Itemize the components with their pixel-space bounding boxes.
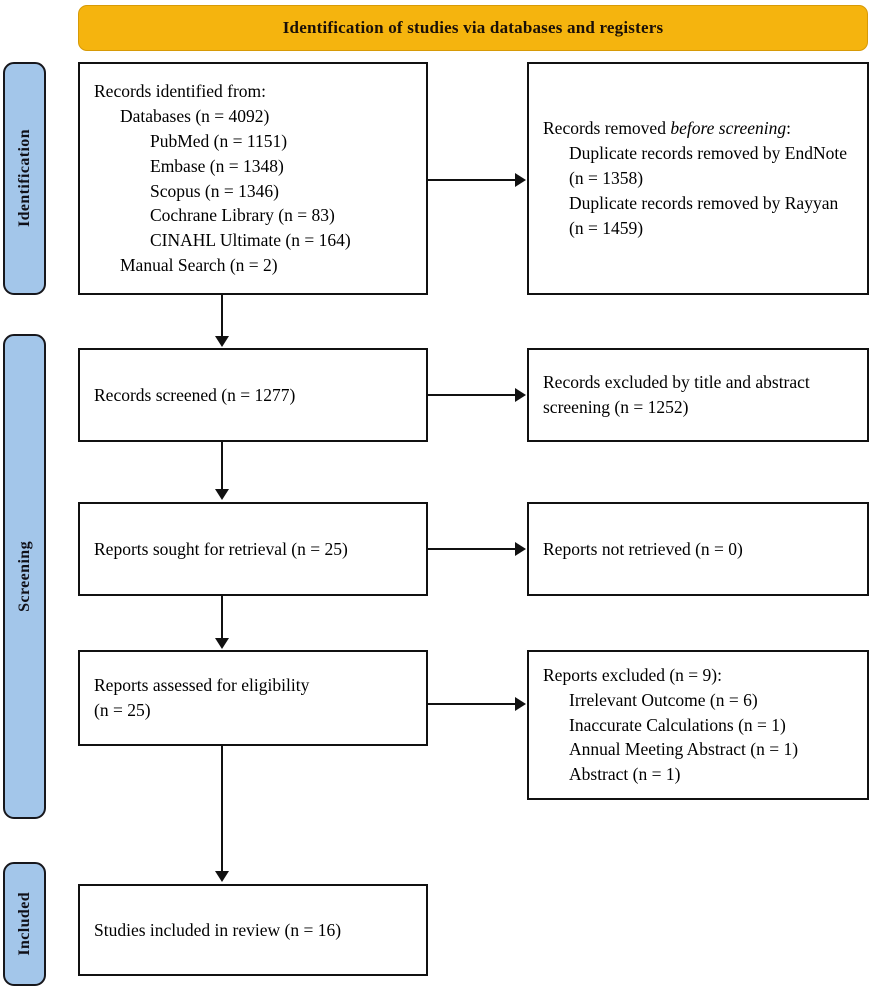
records-removed-italic: before screening <box>670 118 787 139</box>
box-reports-excluded: Reports excluded (n = 9): Irrelevant Out… <box>527 650 869 800</box>
line-records-screened: Records screened (n = 1277) <box>94 384 296 405</box>
box-records-screened: Records screened (n = 1277) <box>78 348 428 442</box>
line-abstract: Abstract (n = 1) <box>569 764 681 785</box>
records-removed-prefix: Records removed <box>543 118 671 139</box>
phase-label-identification: Identification <box>15 129 33 228</box>
connector-sought-to-assessed-arrow-icon <box>215 638 229 649</box>
box-reports-sought-for-retrieval: Reports sought for retrieval (n = 25) <box>78 502 428 596</box>
line-scopus: Scopus (n = 1346) <box>150 180 279 201</box>
line-databases: Databases (n = 4092) <box>120 105 270 126</box>
phase-bar-screening: Screening <box>3 334 46 819</box>
line-reports-assessed: Reports assessed for eligibility <box>94 675 310 696</box>
box-records-identified: Records identified from: Databases (n = … <box>78 62 428 295</box>
box-records-removed-before-screening: Records removed before screening: Duplic… <box>527 62 869 295</box>
line-irrelevant-outcome: Irrelevant Outcome (n = 6) <box>569 689 758 710</box>
connector-sought-to-assessed-line <box>221 596 223 639</box>
connector-screened-to-excluded-line <box>428 394 517 396</box>
box-studies-included-in-review: Studies included in review (n = 16) <box>78 884 428 976</box>
line-cochrane-library: Cochrane Library (n = 83) <box>150 205 335 226</box>
connector-assessed-to-excluded-line <box>428 703 517 705</box>
connector-identified-to-removed-arrow-icon <box>515 173 526 187</box>
box-records-excluded-screening-content: Records excluded by title and abstract s… <box>529 370 867 420</box>
records-removed-suffix: : <box>786 118 792 139</box>
connector-assessed-to-included-line <box>221 746 223 872</box>
line-records-identified-from: Records identified from: <box>94 81 267 102</box>
box-records-excluded-screening: Records excluded by title and abstract s… <box>527 348 869 442</box>
phase-label-screening: Screening <box>15 541 33 612</box>
box-records-removed-content: Records removed before screening: Duplic… <box>529 116 867 240</box>
line-inaccurate-calculations: Inaccurate Calculations (n = 1) <box>569 714 786 735</box>
box-studies-included-content: Studies included in review (n = 16) <box>80 918 426 943</box>
box-records-identified-content: Records identified from: Databases (n = … <box>80 79 426 278</box>
phase-bar-included: Included <box>3 862 46 986</box>
line-duplicates-rayyan: Duplicate records removed by Rayyan (n =… <box>569 192 839 238</box>
box-reports-not-retrieved: Reports not retrieved (n = 0) <box>527 502 869 596</box>
line-reports-assessed-count: (n = 25) <box>94 700 151 720</box>
banner-title: Identification of studies via databases … <box>282 18 664 37</box>
box-reports-assessed-content: Reports assessed for eligibility (n = 25… <box>80 673 426 723</box>
connector-identified-to-screened-line <box>221 295 223 337</box>
line-reports-sought: Reports sought for retrieval (n = 25) <box>94 538 348 559</box>
line-cinahl-ultimate: CINAHL Ultimate (n = 164) <box>150 230 351 251</box>
connector-screened-to-sought-arrow-icon <box>215 489 229 500</box>
box-reports-not-retrieved-content: Reports not retrieved (n = 0) <box>529 537 867 562</box>
connector-screened-to-sought-line <box>221 442 223 490</box>
line-pubmed: PubMed (n = 1151) <box>150 130 288 151</box>
line-reports-not-retrieved: Reports not retrieved (n = 0) <box>543 538 743 559</box>
line-annual-meeting-abstract: Annual Meeting Abstract (n = 1) <box>569 739 799 760</box>
connector-sought-to-not-retrieved-line <box>428 548 517 550</box>
box-records-screened-content: Records screened (n = 1277) <box>80 383 426 408</box>
connector-sought-to-not-retrieved-arrow-icon <box>515 542 526 556</box>
connector-screened-to-excluded-arrow-icon <box>515 388 526 402</box>
line-manual-search: Manual Search (n = 2) <box>120 255 278 276</box>
line-records-excluded-screening: Records excluded by title and abstract s… <box>543 372 810 417</box>
phase-bar-identification: Identification <box>3 62 46 295</box>
connector-assessed-to-excluded-arrow-icon <box>515 697 526 711</box>
line-records-removed-heading: Records removed before screening: <box>543 116 853 141</box>
line-duplicates-endnote: Duplicate records removed by EndNote (n … <box>569 143 847 189</box>
connector-assessed-to-included-arrow-icon <box>215 871 229 882</box>
box-reports-excluded-content: Reports excluded (n = 9): Irrelevant Out… <box>529 663 867 787</box>
phase-label-included: Included <box>15 892 33 956</box>
connector-identified-to-removed-line <box>428 179 517 181</box>
line-reports-excluded-heading: Reports excluded (n = 9): <box>543 664 722 685</box>
line-studies-included: Studies included in review (n = 16) <box>94 919 342 940</box>
line-embase: Embase (n = 1348) <box>150 155 284 176</box>
diagram-banner: Identification of studies via databases … <box>78 5 868 51</box>
box-reports-assessed-for-eligibility: Reports assessed for eligibility (n = 25… <box>78 650 428 746</box>
box-reports-sought-content: Reports sought for retrieval (n = 25) <box>80 537 426 562</box>
connector-identified-to-screened-arrow-icon <box>215 336 229 347</box>
